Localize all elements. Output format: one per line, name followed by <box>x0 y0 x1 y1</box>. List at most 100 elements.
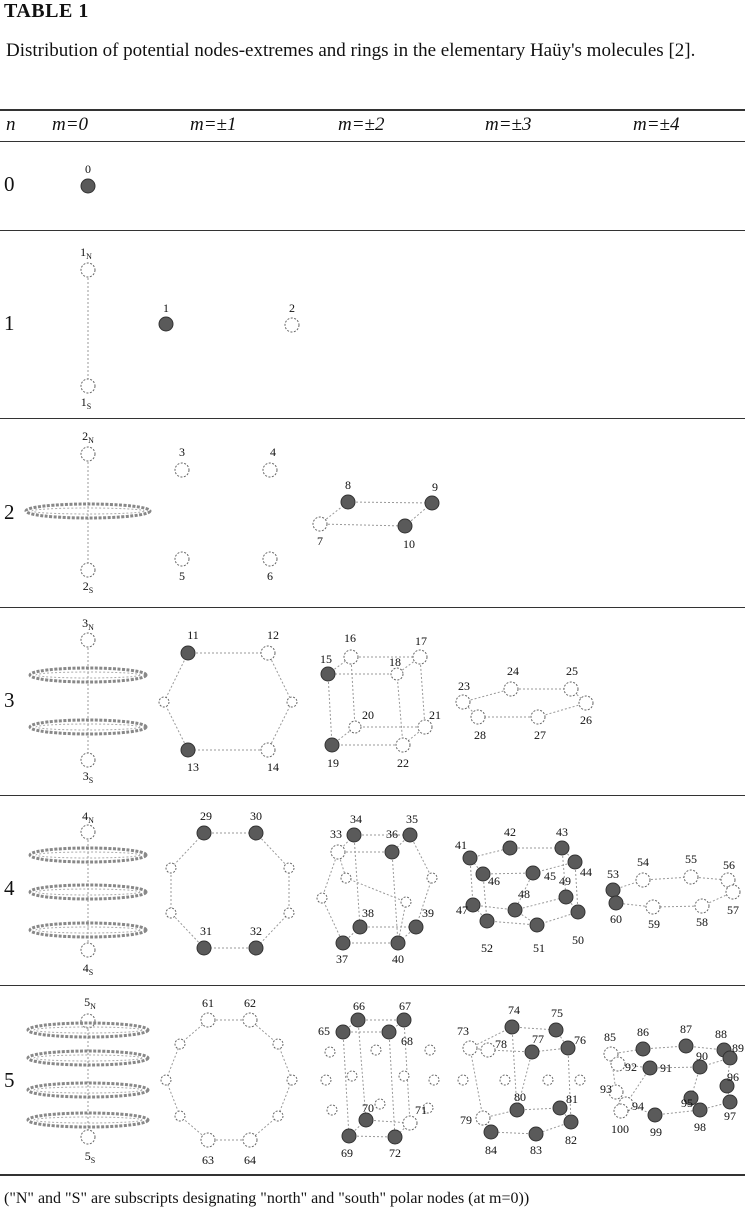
top-rule <box>0 109 745 111</box>
node-label: 35 <box>406 812 418 826</box>
filled-node <box>158 316 174 332</box>
open-node <box>370 1044 382 1056</box>
node-label: 89 <box>732 1041 744 1055</box>
filled-node <box>528 1126 544 1142</box>
table-title: TABLE 1 <box>4 0 89 22</box>
dotted-link <box>170 832 205 869</box>
dotted-link <box>170 912 205 949</box>
node-label: 62 <box>244 996 256 1010</box>
filled-node <box>722 1094 738 1110</box>
filled-node <box>196 940 212 956</box>
node-label: 36 <box>386 827 398 841</box>
dotted-link <box>654 1109 701 1116</box>
ring <box>28 666 148 684</box>
ring <box>28 846 148 864</box>
dotted-link <box>652 905 703 908</box>
node-label: 97 <box>724 1109 736 1123</box>
dotted-link <box>396 673 404 746</box>
row-label-2: 2 <box>4 500 15 524</box>
row-divider-1 <box>0 418 745 419</box>
open-node <box>80 378 96 394</box>
open-node <box>563 681 579 697</box>
node-label: 84 <box>485 1143 497 1157</box>
open-node <box>80 1129 96 1145</box>
node-label: 55 <box>685 852 697 866</box>
node-label: 76 <box>574 1033 586 1047</box>
table-footnote: ("N" and "S" are subscripts designating … <box>4 1190 530 1207</box>
node-label: 10 <box>403 537 415 551</box>
bottom-rule <box>0 1174 745 1176</box>
row-divider-2 <box>0 607 745 608</box>
node-label: 86 <box>637 1025 649 1039</box>
dotted-link <box>486 920 538 926</box>
filled-node <box>554 840 570 856</box>
filled-node <box>381 1024 397 1040</box>
open-node <box>343 649 359 665</box>
dotted-link <box>490 1131 537 1135</box>
open-node <box>260 645 276 661</box>
row-label-1: 1 <box>4 311 15 335</box>
filled-node <box>525 865 541 881</box>
filled-node <box>570 904 586 920</box>
node-label: 37 <box>336 952 348 966</box>
filled-node <box>196 825 212 841</box>
filled-node <box>324 737 340 753</box>
dotted-link <box>397 901 407 944</box>
node-label: 28 <box>474 728 486 742</box>
node-label: 7 <box>317 534 323 548</box>
filled-node <box>509 1102 525 1118</box>
node-label: 17 <box>415 634 427 648</box>
open-node <box>402 1115 418 1131</box>
open-node <box>578 695 594 711</box>
dotted-link <box>163 701 189 751</box>
ring <box>28 883 148 901</box>
open-node <box>457 1074 469 1086</box>
filled-node <box>552 1100 568 1116</box>
dotted-link <box>321 897 344 944</box>
node-label: 27 <box>534 728 546 742</box>
open-node <box>80 1013 96 1029</box>
filled-node <box>683 1090 699 1106</box>
header-rule <box>0 141 745 142</box>
open-node <box>174 551 190 567</box>
filled-node <box>352 919 368 935</box>
open-node <box>80 446 96 462</box>
filled-node <box>424 495 440 511</box>
row-divider-3 <box>0 795 745 796</box>
open-node <box>160 1074 172 1086</box>
dotted-link <box>277 1079 293 1117</box>
node-label: 25 <box>566 664 578 678</box>
node-label: 74 <box>508 1003 520 1017</box>
filled-node <box>180 645 196 661</box>
dotted-link <box>319 523 406 527</box>
node-label: 43 <box>556 825 568 839</box>
node-label: 87 <box>680 1022 692 1036</box>
node-label: 80 <box>514 1090 526 1104</box>
ring <box>28 718 148 736</box>
node-label: 8 <box>345 478 351 492</box>
polar-label-south: 2S <box>83 579 93 595</box>
filled-node <box>678 1038 694 1054</box>
filled-node <box>180 742 196 758</box>
filled-node <box>341 1128 357 1144</box>
node-label: 30 <box>250 809 262 823</box>
node-label: 91 <box>660 1061 672 1075</box>
filled-node <box>358 1112 374 1128</box>
filled-node <box>479 913 495 929</box>
node-label: 81 <box>566 1092 578 1106</box>
open-node <box>174 1038 186 1050</box>
filled-node <box>335 935 351 951</box>
node-label: 9 <box>432 480 438 494</box>
ring-inner <box>35 888 141 896</box>
dotted-link <box>559 1107 572 1123</box>
ring <box>26 1021 150 1039</box>
open-node <box>395 737 411 753</box>
node-label: 75 <box>551 1006 563 1020</box>
node-label: 19 <box>327 756 339 770</box>
node-label: 59 <box>648 917 660 931</box>
filled-node <box>608 895 624 911</box>
node-label: 1 <box>163 301 169 315</box>
node-label: 38 <box>362 906 374 920</box>
node-label: 2 <box>289 301 295 315</box>
polar-label-north: 2N <box>82 429 94 445</box>
